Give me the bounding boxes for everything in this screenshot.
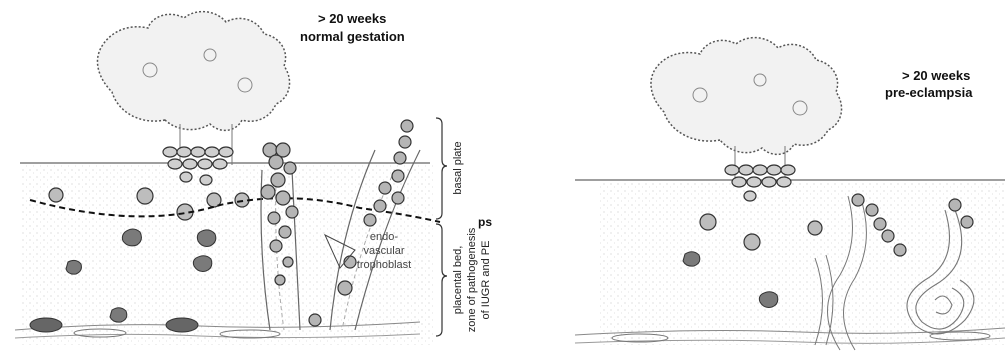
placental-bed-bracket <box>436 224 447 336</box>
left-title-line1: > 20 weeks <box>318 11 386 26</box>
placental-bed-label-line3: of IUGR and PE <box>480 241 492 320</box>
right-chorionic-villus <box>651 38 842 182</box>
left-title-line2: normal gestation <box>300 29 405 44</box>
left-panel: > 20 weeks normal gestation endo- vascul… <box>15 11 492 345</box>
ps-label: ps <box>478 215 492 229</box>
basal-plate-label: basal plate <box>452 141 464 194</box>
left-chorionic-villus <box>97 12 289 165</box>
right-title-line2: pre-eclampsia <box>885 85 973 100</box>
right-title-line1: > 20 weeks <box>902 68 970 83</box>
basal-plate-bracket <box>436 118 447 219</box>
right-decidua-area <box>600 180 1005 345</box>
placental-bed-label-line2: zone of pathogenesis <box>466 227 478 332</box>
placental-bed-label-line1: placental bed, <box>452 246 464 315</box>
endovascular-label-line1: endo- <box>370 231 398 243</box>
endovascular-label-line3: trophoblast <box>357 259 411 271</box>
endovascular-label-line2: vascular <box>364 245 405 257</box>
right-panel: > 20 weeks pre-eclampsia <box>575 38 1005 350</box>
